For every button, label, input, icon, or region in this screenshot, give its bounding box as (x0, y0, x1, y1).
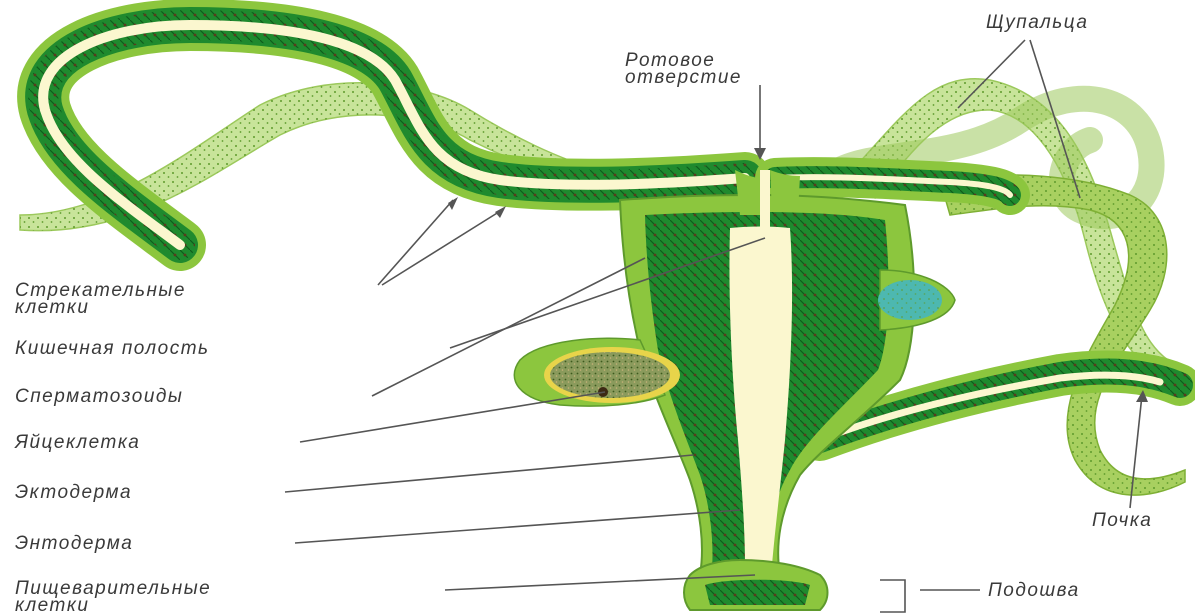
leader-ectoderm (285, 455, 693, 492)
tentacle-right-section (775, 177, 1010, 195)
label-tentacles: Щупальца (986, 14, 1088, 31)
foot-sole (684, 560, 828, 610)
leader-endoderm (295, 510, 740, 543)
label-sole: Подошва (988, 582, 1080, 599)
leader-stinging-1 (378, 200, 453, 285)
arrowhead-stinging-1 (448, 197, 458, 210)
testis (878, 270, 955, 330)
label-ectoderm: Эктодерма (15, 484, 132, 501)
leader-stinging-2 (382, 210, 502, 285)
leader-egg (300, 392, 605, 442)
label-bud: Почка (1092, 512, 1152, 529)
label-sperm: Сперматозоиды (15, 388, 183, 405)
sole-bracket (880, 580, 905, 612)
label-endoderm: Энтодерма (15, 535, 133, 552)
bud (940, 175, 1185, 495)
arrowhead-stinging-2 (495, 206, 506, 218)
label-egg: Яйцеклетка (15, 434, 140, 451)
label-gut-cavity: Кишечная полость (15, 340, 210, 357)
